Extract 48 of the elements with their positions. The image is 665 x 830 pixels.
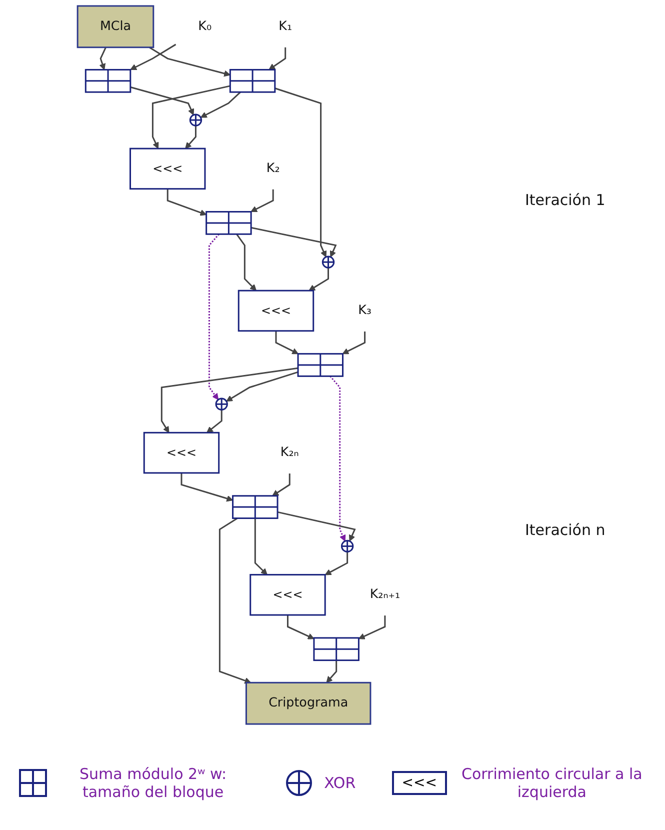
node-text: K₂ₙ₊₁	[370, 586, 400, 602]
arrow	[274, 88, 327, 258]
iteration-label: Iteración n	[525, 521, 606, 539]
arrow	[272, 474, 290, 496]
arrow	[308, 268, 329, 291]
arrow	[99, 47, 106, 70]
arrow	[218, 518, 252, 684]
arrow	[160, 367, 298, 433]
arrow	[130, 86, 194, 116]
arrow	[268, 47, 286, 70]
arrow	[277, 511, 356, 542]
arrow	[250, 189, 274, 212]
node-box: MCla	[76, 5, 154, 48]
arrow	[226, 371, 298, 402]
arrow	[185, 126, 196, 149]
legend-text: Corrimiento circular a la izquierda	[460, 764, 644, 800]
node-text: K₀	[198, 18, 212, 34]
arrow	[254, 518, 268, 576]
node-text: K₃	[358, 302, 372, 318]
arrow	[324, 552, 348, 576]
arrow	[326, 660, 338, 683]
legend-text: Suma módulo 2ʷ w: tamaño del bloque	[78, 764, 228, 800]
node-box: Criptograma	[245, 682, 372, 725]
arrow	[250, 226, 337, 258]
node-text: K₁	[278, 18, 292, 34]
node-text: K₂	[266, 160, 280, 176]
node-box: <<<	[238, 290, 314, 332]
legend-text: XOR	[324, 774, 356, 792]
arrow	[152, 85, 230, 149]
node-box: <<<	[250, 574, 326, 616]
arrow	[180, 472, 234, 502]
node-text: K₂ₙ	[280, 444, 299, 460]
arrow	[286, 614, 314, 640]
arrow	[166, 188, 207, 216]
iteration-label: Iteración 1	[525, 191, 606, 209]
rotation-symbol: <<<	[392, 770, 447, 794]
arrow	[330, 376, 346, 542]
arrow	[275, 330, 298, 354]
arrow	[236, 234, 257, 291]
arrow	[206, 410, 222, 433]
node-box: <<<	[130, 148, 206, 190]
node-box: <<<	[143, 432, 220, 474]
arrow	[208, 234, 220, 400]
arrow	[200, 92, 241, 118]
arrow	[342, 331, 366, 354]
arrow	[130, 44, 176, 70]
arrow	[148, 46, 230, 77]
arrow	[358, 616, 386, 640]
